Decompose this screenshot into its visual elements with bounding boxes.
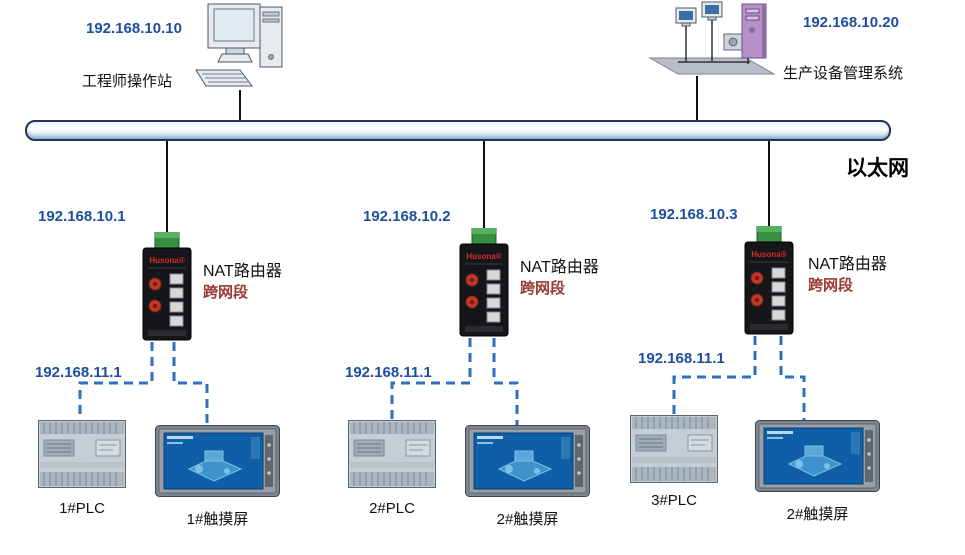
router-brand: Husona® <box>751 250 786 259</box>
workstation-ip: 192.168.10.10 <box>86 20 182 37</box>
management-label: 生产设备管理系统 <box>783 65 904 82</box>
dashed-link-line <box>78 342 154 421</box>
router-name-label: NAT路由器 <box>520 259 599 276</box>
plc-icon <box>348 420 436 488</box>
dashed-link-line <box>390 338 472 421</box>
router-note-label: 跨网段 <box>203 284 249 301</box>
segment-ip: 192.168.11.1 <box>35 364 122 381</box>
ethernet-bus <box>25 120 891 141</box>
hmi-label: 2#触摸屏 <box>496 511 559 528</box>
hmi-icon <box>465 425 590 497</box>
router-note-label: 跨网段 <box>808 277 854 294</box>
management-ip: 192.168.10.20 <box>803 14 899 31</box>
router-ip: 192.168.10.3 <box>650 206 738 223</box>
plc-label: 1#PLC <box>59 500 105 517</box>
hmi-icon <box>755 420 880 492</box>
dashed-link-line <box>492 338 519 427</box>
workstation-label: 工程师操作站 <box>82 73 173 90</box>
router-note-label: 跨网段 <box>520 280 566 297</box>
workstation-icon <box>195 3 283 87</box>
router-ip: 192.168.10.2 <box>363 208 451 225</box>
nat-router-icon: Husona® <box>459 228 509 337</box>
plc-icon <box>630 415 718 483</box>
dashed-link-line <box>672 336 757 416</box>
hmi-icon <box>155 425 280 497</box>
nat-router-icon: Husona® <box>744 226 794 335</box>
plc-icon <box>38 420 126 488</box>
nat-router-icon: Husona® <box>142 232 192 341</box>
plc-label: 3#PLC <box>651 492 697 509</box>
router-name-label: NAT路由器 <box>808 256 887 273</box>
ethernet-label: 以太网 <box>846 157 909 180</box>
router-brand: Husona® <box>149 256 184 265</box>
segment-ip: 192.168.11.1 <box>345 364 432 381</box>
router-name-label: NAT路由器 <box>203 263 282 280</box>
router-ip: 192.168.10.1 <box>38 208 126 225</box>
hmi-label: 1#触摸屏 <box>186 511 249 528</box>
management-system-icon <box>648 1 776 75</box>
plc-label: 2#PLC <box>369 500 415 517</box>
hmi-label: 2#触摸屏 <box>786 506 849 523</box>
dashed-link-line <box>172 342 209 427</box>
router-brand: Husona® <box>466 252 501 261</box>
dashed-link-line <box>779 336 806 422</box>
segment-ip: 192.168.11.1 <box>638 350 725 367</box>
